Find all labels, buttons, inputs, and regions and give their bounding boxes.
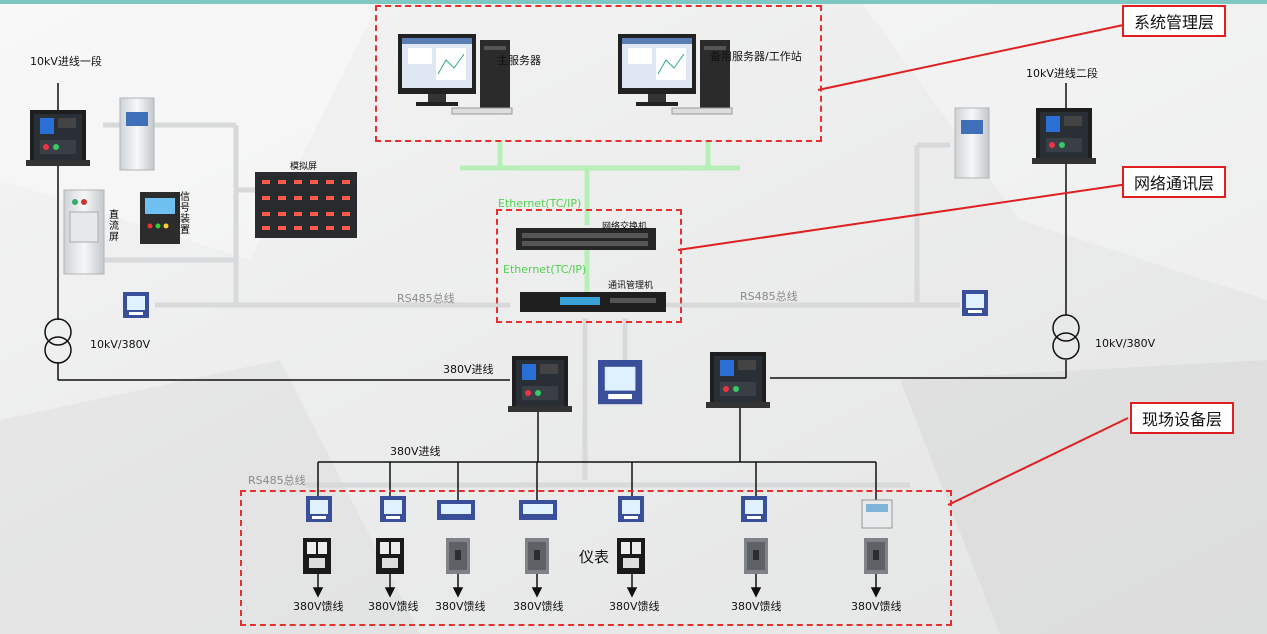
left-transformer <box>44 318 72 364</box>
system-mgmt-layer-label: 系统管理层 <box>1122 5 1227 37</box>
sim-screen-label: 模拟屏 <box>290 162 318 172</box>
incoming-380-label-a: 380V进线 <box>443 363 494 376</box>
system-mgmt-zone <box>375 5 822 142</box>
field-device-zone <box>240 490 952 626</box>
feeder-label-4: 380V馈线 <box>513 600 564 613</box>
center-power-meter <box>598 360 643 405</box>
field-device-layer-label: 现场设备层 <box>1130 402 1235 434</box>
signal-device-unit <box>140 192 180 244</box>
feeder-meter-7 <box>861 499 893 529</box>
ethernet-label-top: Ethernet(TC/IP) <box>498 197 582 210</box>
comm-trunk-lines <box>103 122 960 488</box>
rs485-bottom-label: RS485总线 <box>248 474 306 487</box>
dc-screen-cabinet <box>63 189 105 275</box>
center-right-breaker <box>706 352 770 408</box>
left-protection-panel <box>119 97 155 171</box>
comm-manager-device <box>520 292 666 312</box>
network-switch-device <box>516 228 656 250</box>
feeder-meter-4 <box>519 500 557 520</box>
power-lines <box>57 83 1067 500</box>
right-incoming-label: 10kV进线二段 <box>1026 67 1098 80</box>
right-transformer <box>1052 314 1080 360</box>
callout-lines <box>677 23 1129 506</box>
feeder-label-1: 380V馈线 <box>293 600 344 613</box>
main-server-label: 主服务器 <box>497 54 541 67</box>
signal-device-label: 信号装置 <box>180 192 190 236</box>
right-transformer-label: 10kV/380V <box>1095 337 1156 350</box>
feeder-label-5: 380V馈线 <box>609 600 660 613</box>
rs485-right-label: RS485总线 <box>740 290 798 303</box>
feeder-meter-3 <box>437 500 475 520</box>
meter-label: 仪表 <box>579 548 610 566</box>
center-left-breaker <box>508 356 572 412</box>
feeder-label-2: 380V馈线 <box>368 600 419 613</box>
rs485-left-label: RS485总线 <box>397 292 455 305</box>
feeder-label-7: 380V馈线 <box>851 600 902 613</box>
left-incoming-label: 10kV进线一段 <box>30 55 102 68</box>
switch-label: 网络交换机 <box>602 222 648 232</box>
network-comm-layer-label: 网络通讯层 <box>1122 166 1227 198</box>
right-incoming-breaker <box>1032 108 1096 164</box>
left-transformer-label: 10kV/380V <box>90 338 151 351</box>
network-comm-zone <box>496 209 682 323</box>
left-incoming-breaker <box>26 110 90 166</box>
dc-screen-label: 直流屏 <box>109 210 119 243</box>
simulation-screen-panel <box>255 172 357 238</box>
feeder-label-6: 380V馈线 <box>731 600 782 613</box>
incoming-380-label-b: 380V进线 <box>390 445 441 458</box>
ethernet-lines <box>460 140 740 292</box>
backup-server-label: 备用服务器/工作站 <box>710 50 802 63</box>
ethernet-label-mid: Ethernet(TC/IP) <box>503 263 587 276</box>
feeder-arrows <box>312 574 882 598</box>
left-power-meter <box>123 292 149 318</box>
right-protection-panel <box>954 107 990 179</box>
feeder-label-3: 380V馈线 <box>435 600 486 613</box>
right-power-meter <box>962 290 988 316</box>
comm-manager-label: 通讯管理机 <box>608 281 654 291</box>
